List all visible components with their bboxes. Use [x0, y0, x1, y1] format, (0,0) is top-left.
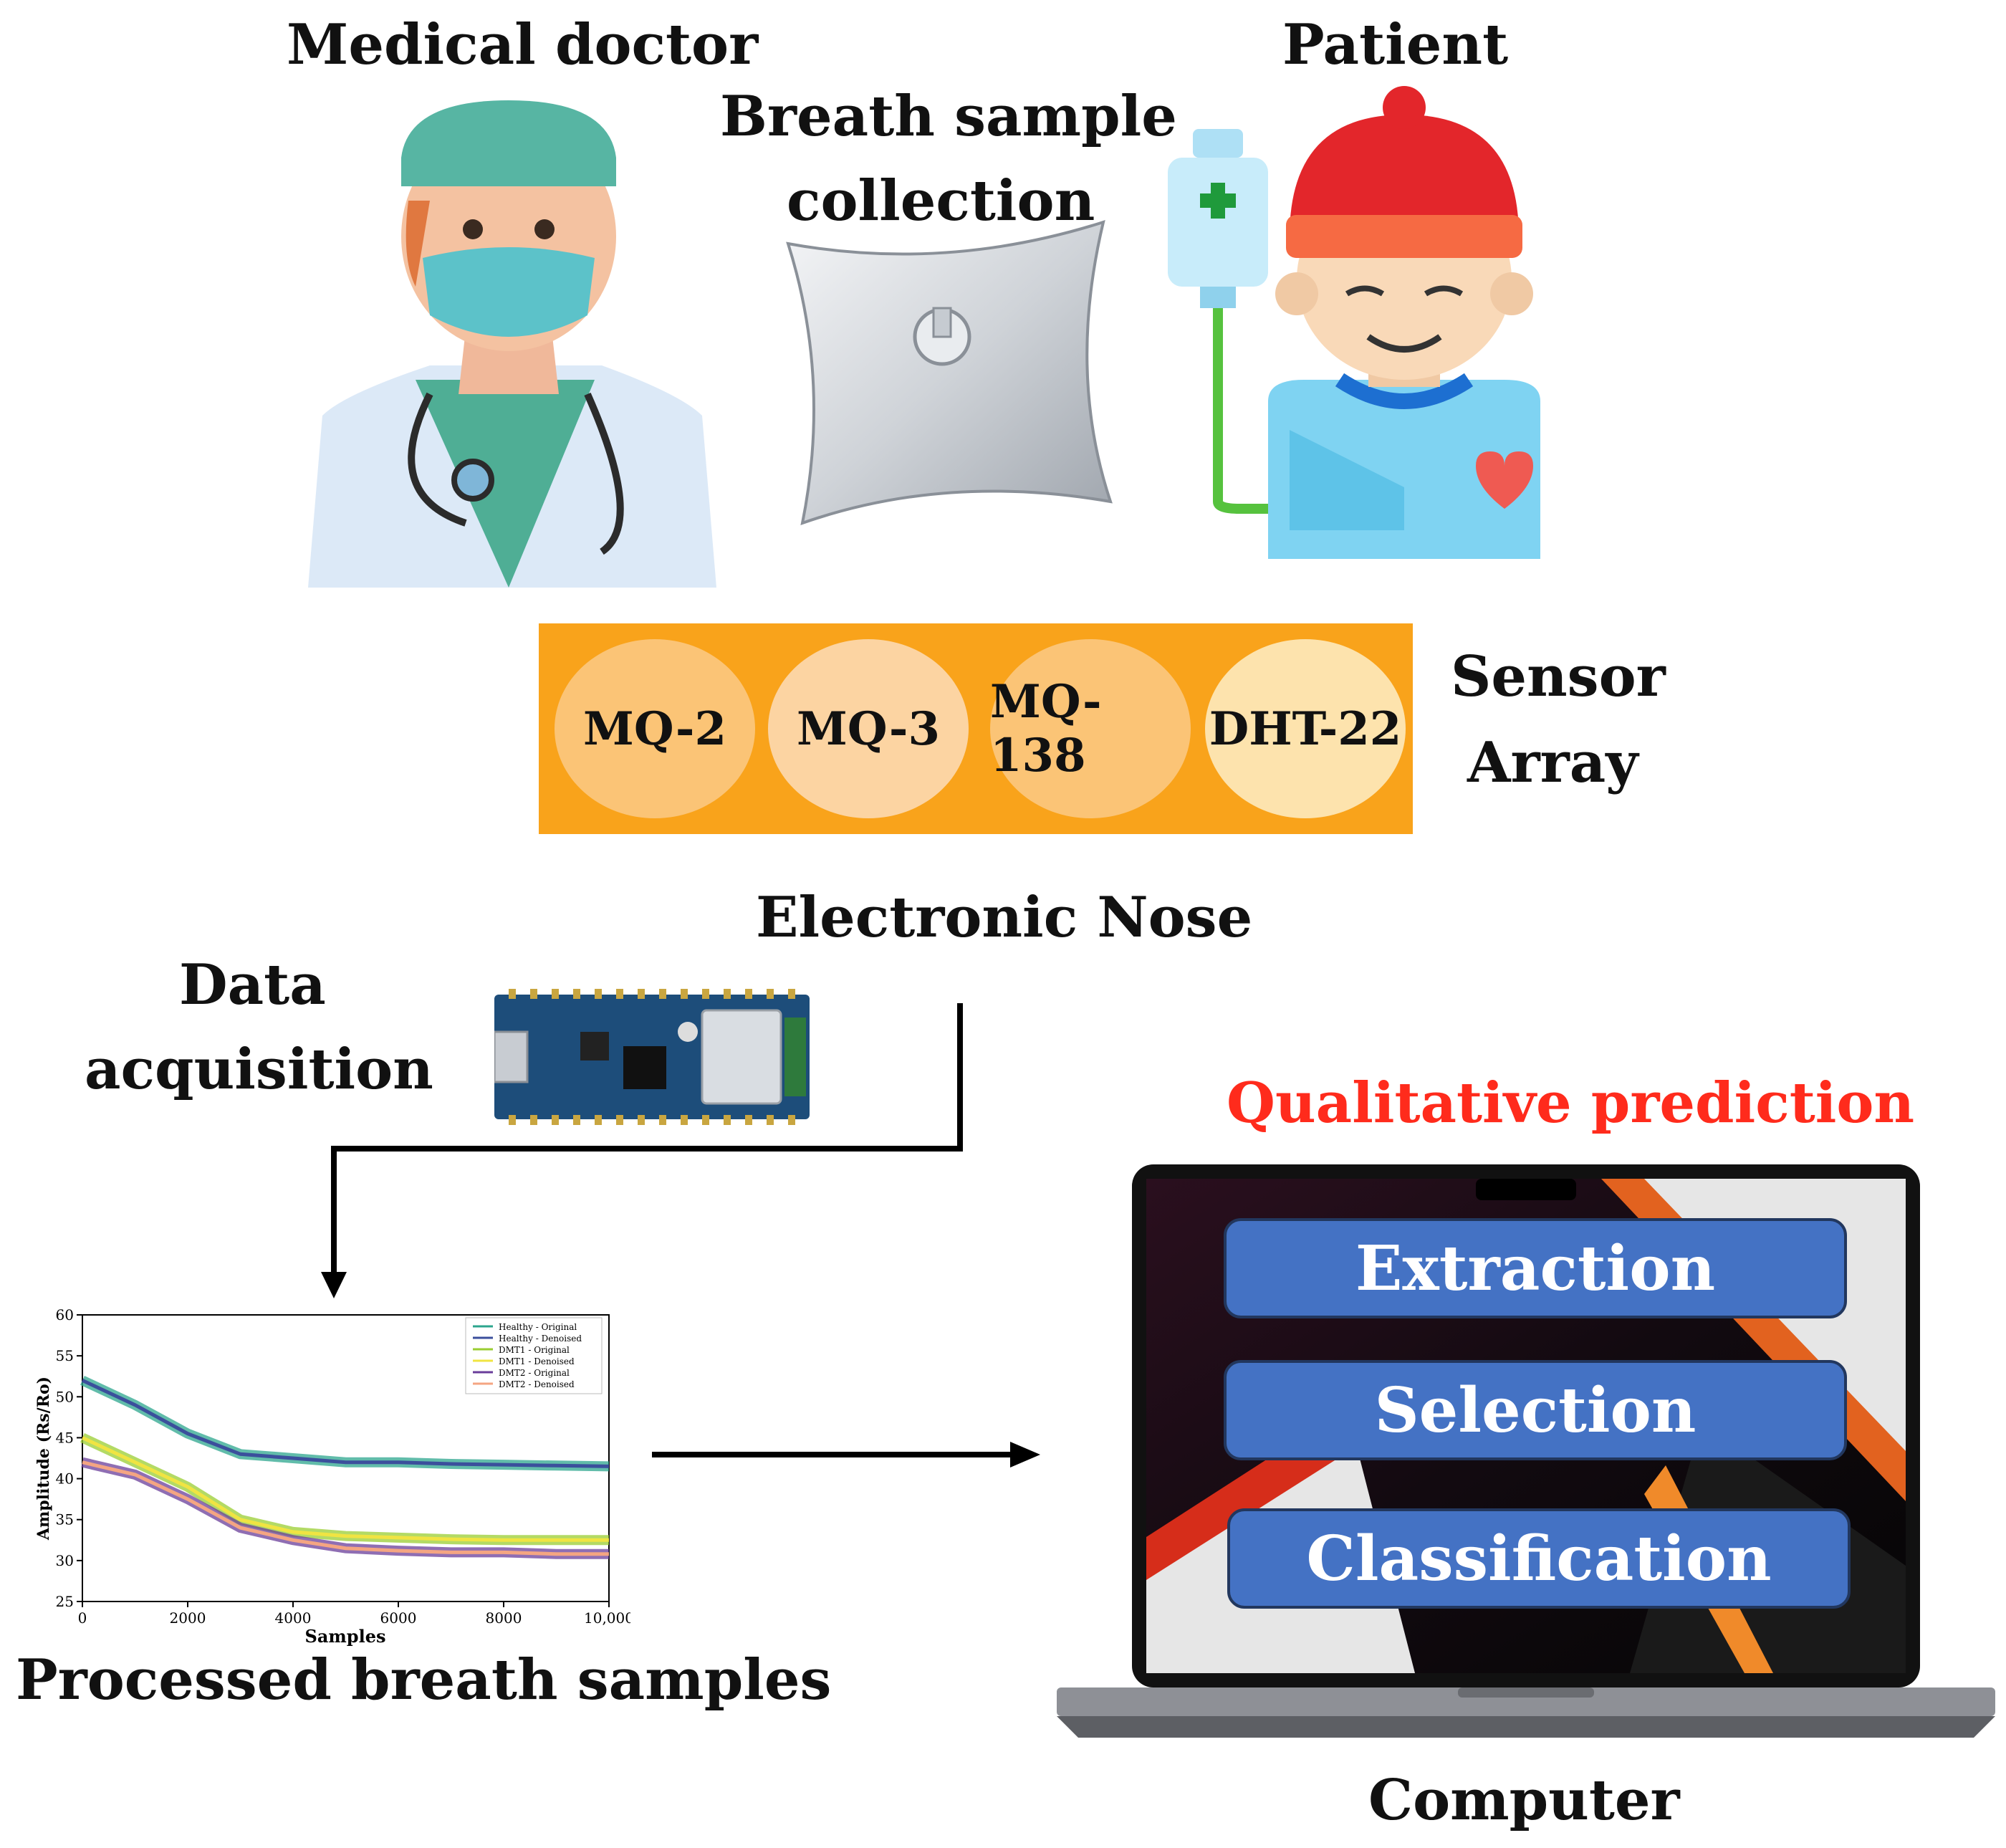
legend-label: Healthy - Denoised [499, 1334, 582, 1344]
x-tick-label: 0 [78, 1609, 87, 1627]
sensor-mq-3: MQ-3 [768, 639, 969, 818]
patient-label: Patient [1282, 12, 1509, 77]
chart-to-computer-arrowhead [1010, 1442, 1040, 1468]
legend-label: DMT2 - Denoised [499, 1379, 575, 1389]
sensor-mq-2: MQ-2 [555, 639, 755, 818]
series-line-5 [82, 1460, 609, 1556]
sensor-mq-138: MQ-138 [990, 639, 1191, 818]
legend-label: DMT2 - Original [499, 1368, 570, 1378]
legend-box [465, 1317, 603, 1394]
daq-to-chart-connector [331, 1003, 963, 1277]
y-tick-label: 30 [56, 1552, 74, 1569]
qualitative-label: Qualitative prediction [1227, 1071, 1915, 1136]
daq-label-line2: acquisition [85, 1037, 433, 1102]
pipeline-extraction: Extraction [1224, 1218, 1847, 1318]
x-tick-label: 4000 [275, 1609, 312, 1627]
y-tick-label: 35 [56, 1511, 74, 1528]
legend-label: DMT1 - Denoised [499, 1356, 575, 1366]
pipeline-selection: Selection [1224, 1360, 1847, 1460]
sensor-array-bar: MQ-2 MQ-3 MQ-138 DHT-22 [539, 623, 1413, 834]
sensor-label-line2: Array [1467, 730, 1638, 795]
doctor-label: Medical doctor [287, 12, 759, 77]
y-tick-label: 45 [56, 1429, 74, 1446]
breath-label-line2: collection [787, 168, 1095, 234]
y-tick-label: 55 [56, 1347, 74, 1364]
legend-label: Healthy - Original [499, 1322, 577, 1332]
computer-label: Computer [1368, 1768, 1680, 1833]
chart-ylabel: Amplitude (Rs/Ro) [34, 1377, 53, 1541]
x-tick-label: 8000 [486, 1609, 522, 1627]
breath-samples-chart: 25 30 35 40 45 50 55 60 0 2000 4000 6000 8000 10,000… [34, 1306, 630, 1647]
enose-label: Electronic Nose [756, 885, 1253, 950]
daq-to-chart-arrowhead [321, 1272, 347, 1298]
x-tick-label: 6000 [380, 1609, 417, 1627]
breath-label-line1: Breath sample [720, 84, 1177, 149]
daq-label-line1: Data [179, 952, 326, 1018]
microcontroller-board-icon [494, 989, 810, 1125]
iv-bag-icon [1168, 129, 1290, 514]
chart-xlabel: Samples [305, 1626, 386, 1647]
y-tick-label: 25 [56, 1593, 74, 1610]
y-tick-label: 60 [56, 1306, 74, 1323]
pipeline-stack: Extraction Selection Classification [1224, 1218, 1853, 1609]
pipeline-classification: Classification [1227, 1508, 1851, 1609]
sensor-dht-22: DHT-22 [1205, 639, 1406, 818]
breath-bag-icon [786, 220, 1113, 526]
series-line-3 [81, 1436, 609, 1542]
y-tick-label: 50 [56, 1388, 74, 1405]
x-tick-label: 2000 [170, 1609, 206, 1627]
patient-icon [1268, 86, 1540, 559]
legend-label: DMT1 - Original [499, 1345, 570, 1355]
sensor-label-line1: Sensor [1451, 644, 1666, 709]
processed-label: Processed breath samples [16, 1647, 832, 1713]
series-line-1 [81, 1379, 610, 1468]
doctor-icon [308, 100, 716, 588]
y-tick-label: 40 [56, 1470, 74, 1488]
x-tick-label: 10,000 [584, 1609, 630, 1627]
